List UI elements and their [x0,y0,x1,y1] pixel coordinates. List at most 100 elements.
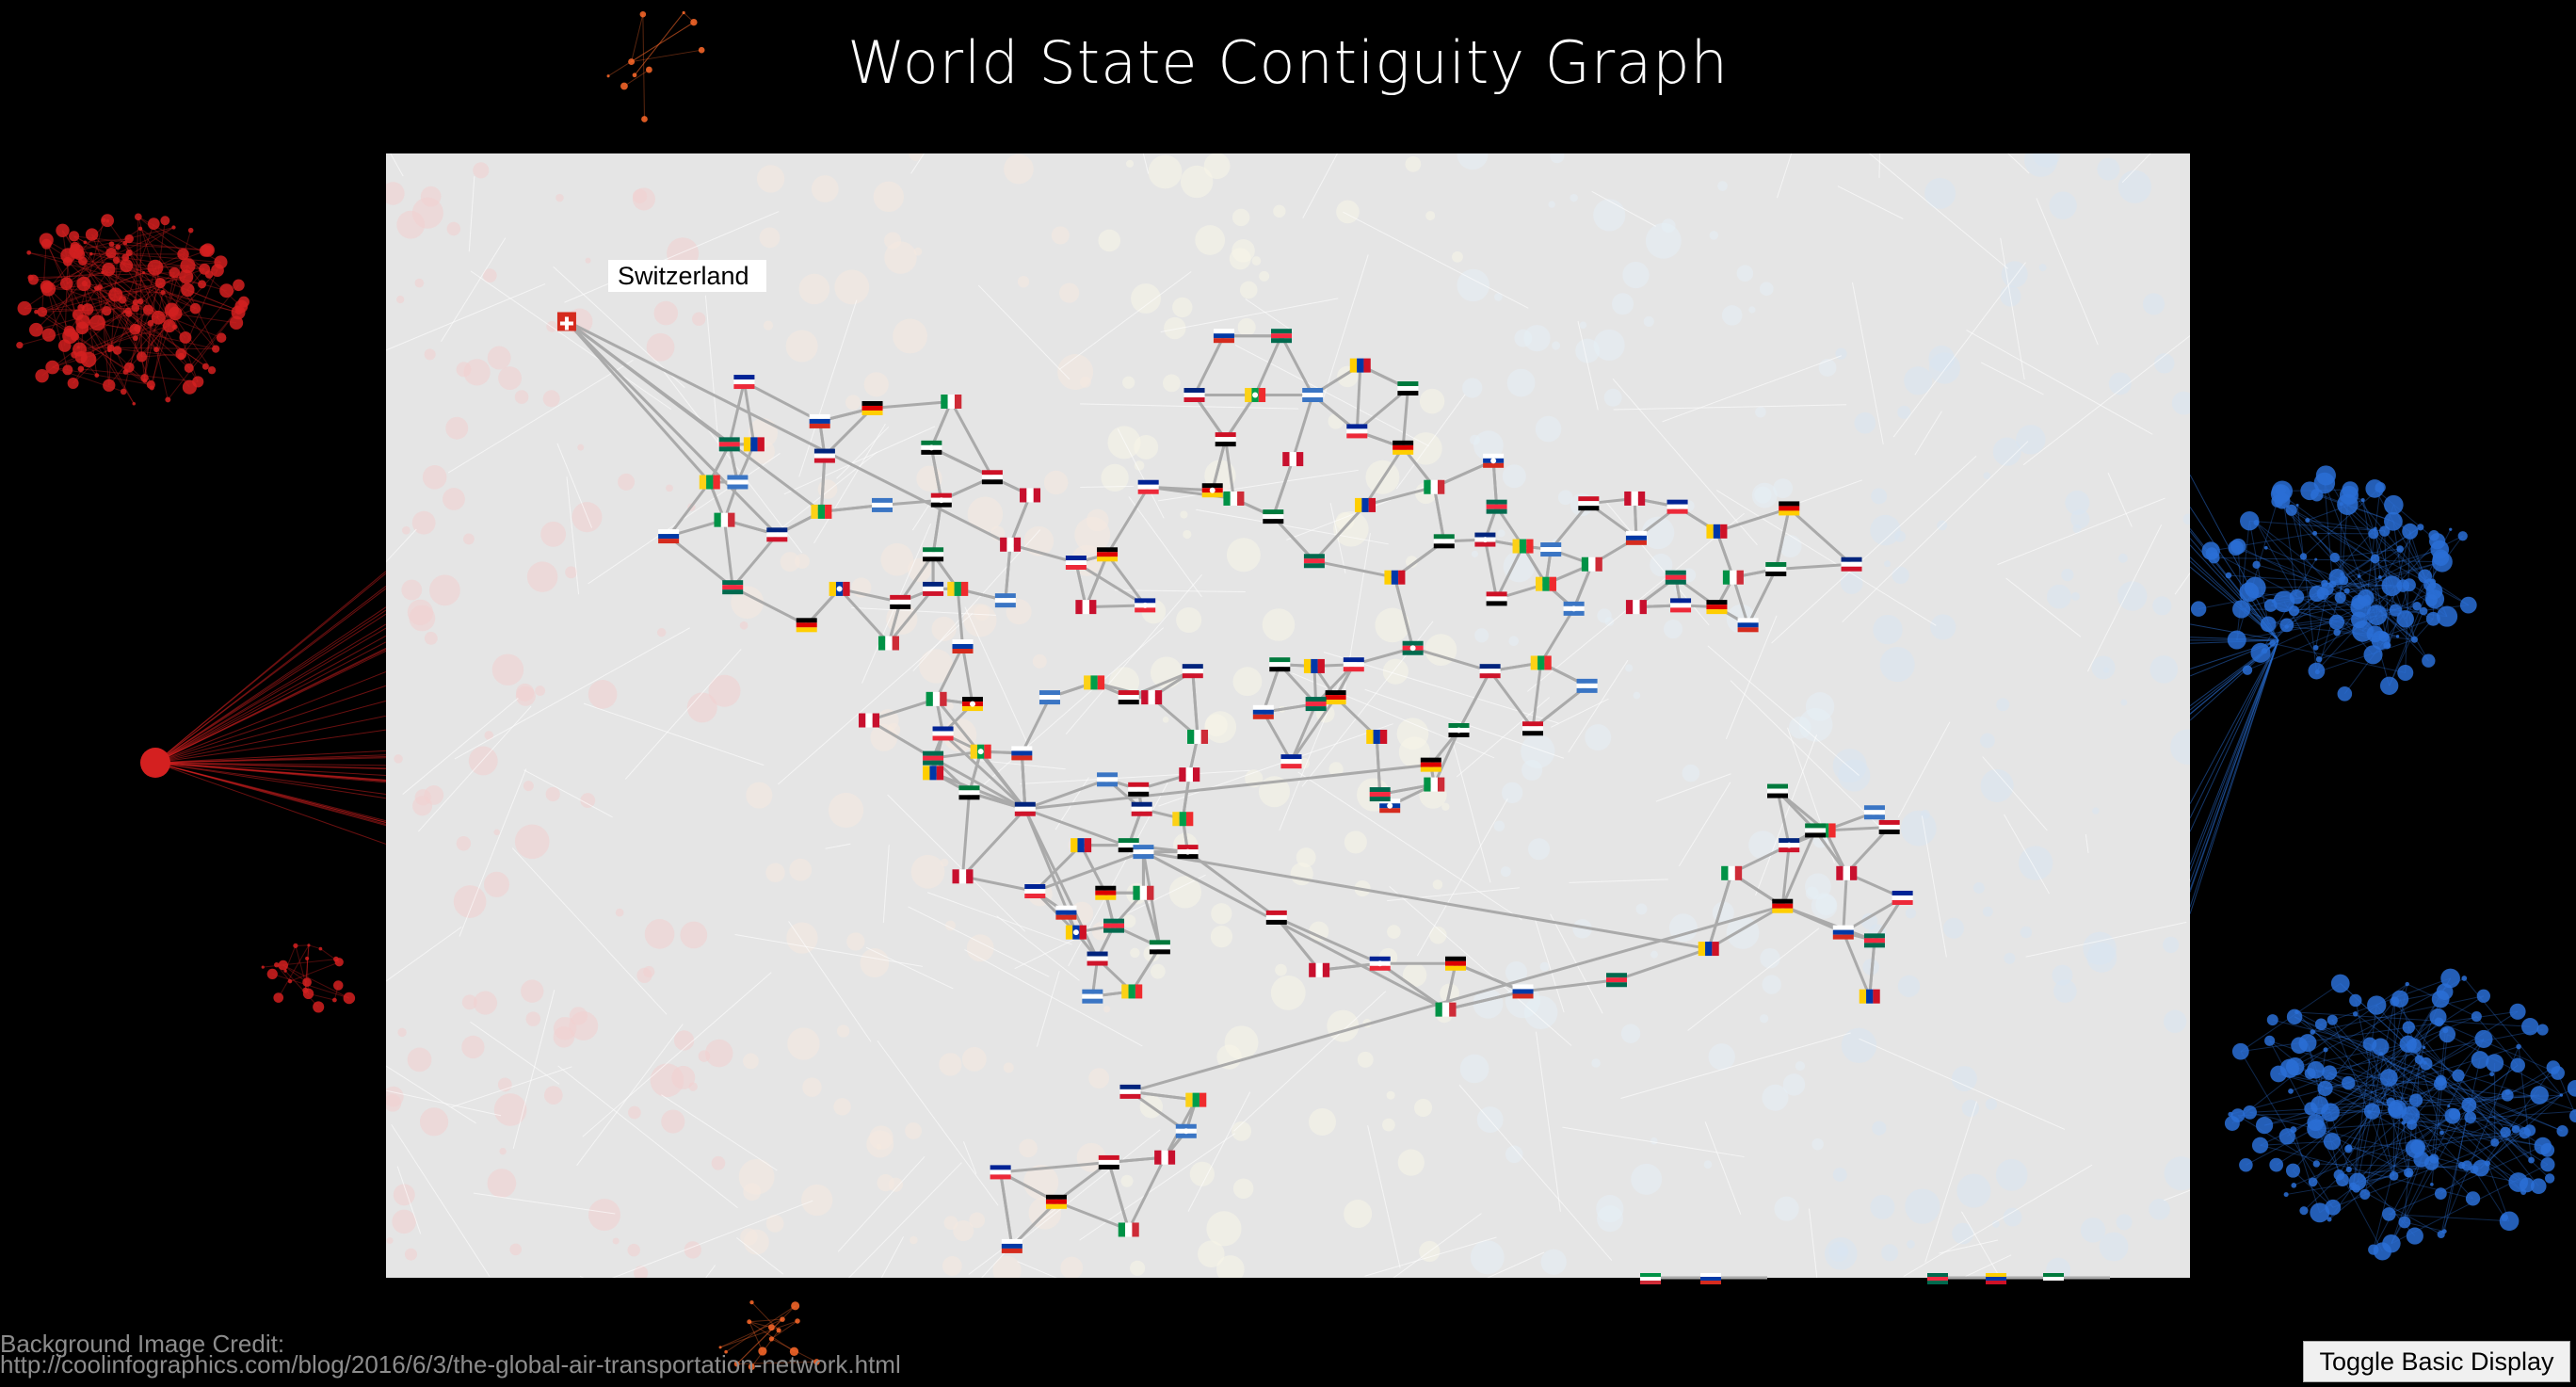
country-flag-node[interactable] [981,470,1003,485]
country-flag-node[interactable] [1563,601,1585,616]
country-flag-node[interactable] [923,750,944,766]
country-flag-node[interactable] [1841,556,1862,572]
country-flag-node[interactable] [727,475,749,490]
country-flag-node[interactable] [1187,729,1209,744]
country-flag-node[interactable] [861,400,883,415]
country-flag-node[interactable] [1474,532,1496,547]
country-flag-node[interactable] [714,512,735,527]
country-flag-node[interactable] [1175,1123,1197,1138]
country-flag-node[interactable] [1087,951,1108,966]
country-flag-node[interactable] [1483,453,1505,468]
country-flag-node[interactable] [1135,598,1156,613]
country-flag-node[interactable] [1779,838,1800,853]
country-flag-node[interactable] [811,504,832,519]
credit-link[interactable]: http://coolinfographics.com/blog/2016/6/… [0,1350,901,1379]
country-flag-node[interactable] [1836,865,1858,880]
country-flag-node[interactable] [932,726,954,741]
country-flag-node[interactable] [1424,777,1445,792]
country-flag-node[interactable] [1265,910,1287,925]
country-flag-node[interactable] [1133,845,1154,860]
country-flag-node[interactable] [923,581,944,596]
country-flag-node[interactable] [1535,576,1556,591]
country-flag-node[interactable] [1530,655,1552,670]
country-flag-node[interactable] [1479,664,1501,679]
country-flag-node[interactable] [1128,782,1150,797]
country-flag-node[interactable] [1154,1150,1176,1165]
country-flag-node[interactable] [941,394,962,409]
country-flag-node[interactable] [871,497,893,512]
country-flag-node[interactable] [1177,845,1199,860]
country-flag-node[interactable] [1215,432,1236,447]
country-flag-node[interactable] [994,593,1016,608]
country-flag-node[interactable] [1303,658,1325,673]
country-flag-node[interactable] [1133,885,1154,900]
country-flag-node[interactable] [1433,534,1455,549]
country-flag-node[interactable] [1625,600,1647,615]
country-flag-node[interactable] [1282,452,1304,467]
country-flag-node[interactable] [809,413,830,428]
country-flag-node[interactable] [718,437,740,452]
country-flag-node[interactable] [1084,675,1105,690]
country-flag-node[interactable] [1722,570,1744,585]
country-flag-node[interactable] [1512,984,1534,999]
country-flag-node[interactable] [1397,381,1419,396]
country-flag-node[interactable] [743,437,765,452]
country-flag-node[interactable] [1805,823,1827,838]
country-flag-node[interactable] [1402,640,1424,655]
country-flag-node[interactable] [1435,1002,1457,1017]
country-flag-node[interactable] [1540,542,1562,557]
country-flag-node[interactable] [1486,591,1507,606]
country-flag-node[interactable] [990,1165,1011,1180]
country-flag-node[interactable] [923,766,944,781]
country-flag-node[interactable] [1576,678,1598,693]
country-flag-node[interactable] [1346,424,1368,439]
country-flag-node[interactable] [1065,925,1087,940]
country-flag-node[interactable] [1625,530,1647,545]
country-flag-node[interactable] [1369,956,1391,971]
country-flag-node[interactable] [1119,1084,1141,1099]
country-flag-node[interactable] [1767,783,1789,798]
country-flag-node[interactable] [733,375,755,390]
country-flag-node[interactable] [958,785,980,800]
country-flag-node[interactable] [1859,989,1880,1004]
country-flag-node[interactable] [1000,537,1022,552]
country-flag-node[interactable] [1305,697,1327,712]
country-flag-node[interactable] [1448,722,1470,737]
country-flag-node[interactable] [1666,499,1688,514]
country-flag-node[interactable] [952,869,974,884]
country-flag-node[interactable] [1486,499,1507,514]
country-flag-node[interactable] [1118,690,1139,705]
country-flag-node[interactable] [961,697,983,712]
country-flag-node[interactable] [1103,918,1125,933]
country-flag-node[interactable] [1245,388,1266,403]
country-flag-node[interactable] [1071,838,1092,853]
country-flag-node[interactable] [1038,690,1060,705]
country-flag-node[interactable] [1269,657,1291,672]
country-flag-node[interactable] [1670,598,1692,613]
country-flag-node[interactable] [1149,940,1170,955]
graph-panel[interactable]: Switzerland [386,153,2190,1278]
country-flag-node[interactable] [1325,690,1346,705]
country-flag-node[interactable] [1303,554,1325,569]
country-flag-node[interactable] [1185,1092,1207,1107]
country-flag-node[interactable] [1706,600,1728,615]
country-flag-node[interactable] [1271,329,1293,344]
country-flag-node[interactable] [1095,885,1117,900]
country-flag-node[interactable] [921,440,942,455]
country-flag-node[interactable] [1384,570,1406,585]
country-flag-node[interactable] [1024,884,1046,899]
country-flag-node[interactable] [1863,805,1885,820]
country-flag-node[interactable] [1082,989,1103,1004]
country-flag-node[interactable] [1892,890,1913,905]
country-flag-node[interactable] [947,581,969,596]
country-flag-node[interactable] [926,691,947,706]
country-flag-node[interactable] [877,636,899,651]
contiguity-graph[interactable] [386,153,2190,1278]
country-flag-node[interactable] [1343,657,1364,672]
country-flag-node[interactable] [1772,898,1794,913]
country-flag-node[interactable] [1055,905,1077,920]
country-flag-node[interactable] [1302,388,1324,403]
country-flag-node[interactable] [1878,819,1900,834]
country-flag-node[interactable] [1355,497,1377,512]
toggle-basic-display-button[interactable]: Toggle Basic Display [2303,1341,2570,1382]
